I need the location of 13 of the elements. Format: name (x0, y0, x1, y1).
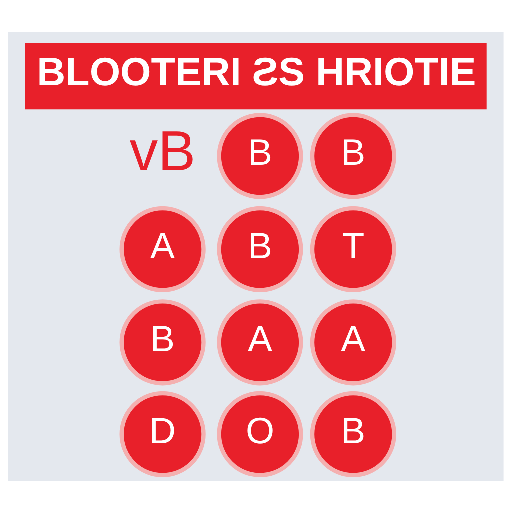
node-circle: O (217, 390, 304, 477)
node-circle: B (120, 299, 206, 386)
node-circle: A (217, 299, 304, 386)
node-circle: B (310, 390, 396, 477)
node-circle: B (310, 112, 396, 199)
node-circle: B (217, 112, 304, 199)
node-circle: T (310, 206, 396, 292)
diagram-title: BLOOTERI ƧS HRIOTIE (37, 50, 476, 94)
node-circle: D (120, 390, 206, 477)
node-circle: A (310, 299, 396, 386)
node-circle: B (217, 206, 304, 292)
label: vB (130, 118, 196, 182)
node-circle: A (120, 206, 206, 292)
